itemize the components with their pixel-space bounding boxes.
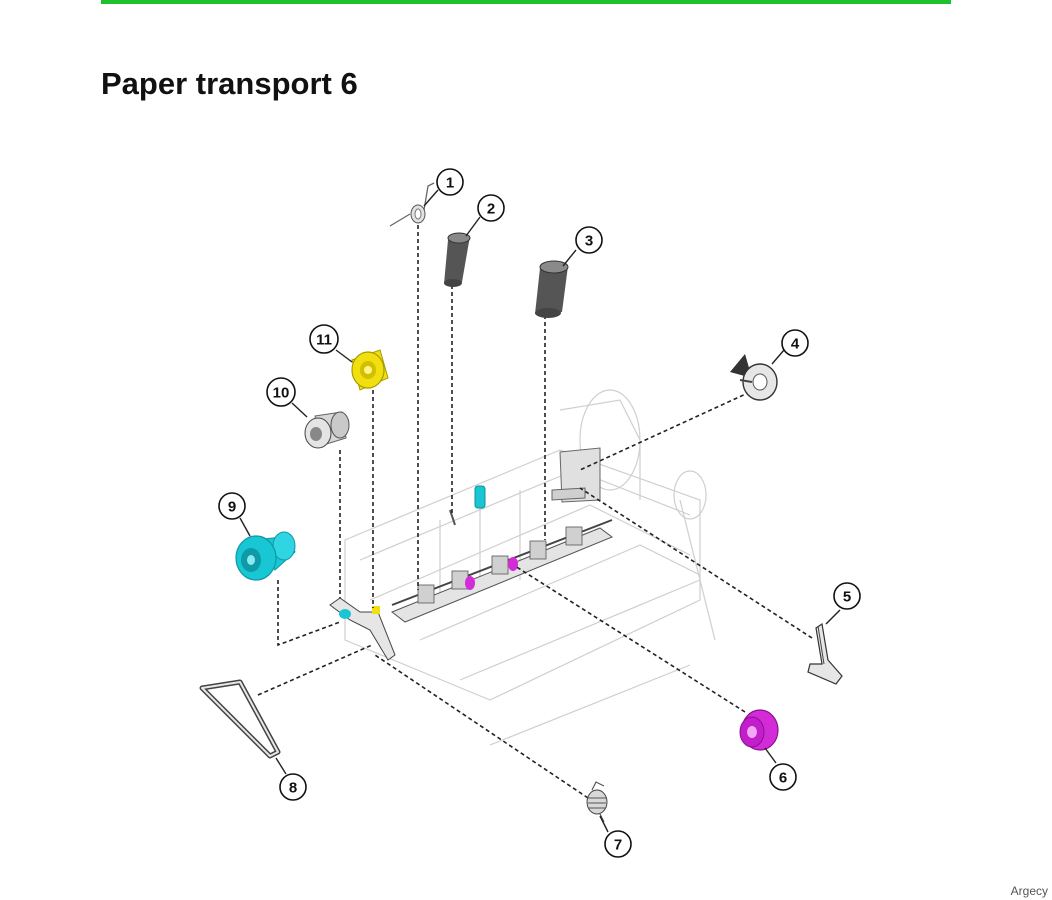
svg-text:5: 5 [843,589,851,606]
callout-leaders [239,189,841,833]
gray-bushing-part [304,411,350,449]
svg-text:6: 6 [779,770,787,787]
spring-part [389,182,435,227]
svg-text:9: 9 [228,499,236,516]
svg-text:1: 1 [446,175,454,192]
svg-text:10: 10 [273,385,290,402]
svg-text:2: 2 [487,201,495,218]
belt-part [199,679,281,759]
small-roller-part [444,232,471,287]
cyan-roller-part [235,531,296,581]
page-title: Paper transport 6 [101,66,358,101]
svg-text:7: 7 [614,837,622,854]
callout-4: 4 [781,329,809,357]
callout-8: 8 [279,773,307,801]
callout-6: 6 [769,763,797,791]
top-accent-rule [101,0,951,4]
callout-3: 3 [575,226,603,254]
svg-text:8: 8 [289,780,297,797]
magenta-gear-part [739,709,779,751]
lever-part [807,622,843,685]
gear-cam-part [730,354,778,401]
callout-9: 9 [218,492,246,520]
callout-5: 5 [833,582,861,610]
yellow-gear-part [351,349,389,391]
assembly-leader-lines [257,225,813,799]
callout-1: 1 [436,168,464,196]
watermark: Argecy [1010,884,1048,898]
large-roller-part [535,260,569,318]
transport-shaft-assembly [329,447,614,661]
callout-2: 2 [477,194,505,222]
svg-text:3: 3 [585,233,593,250]
callout-7: 7 [604,830,632,858]
svg-text:4: 4 [791,336,800,353]
callout-11: 11 [309,324,339,354]
svg-text:11: 11 [316,332,332,349]
small-spring-part [586,781,608,823]
callout-10: 10 [266,377,296,407]
